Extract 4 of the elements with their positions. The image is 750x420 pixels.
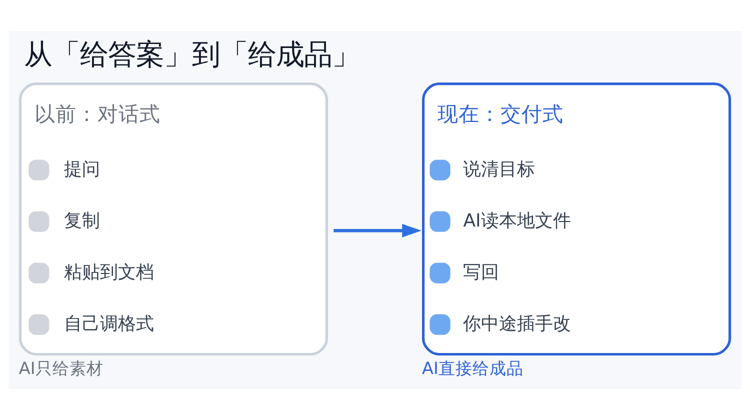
node-label: AI直接给成品 bbox=[422, 358, 524, 378]
node-label: AI只给素材 bbox=[18, 358, 104, 378]
diagram-title: 从「给答案」到「给成品」 bbox=[24, 38, 360, 71]
arrow bbox=[334, 224, 422, 238]
